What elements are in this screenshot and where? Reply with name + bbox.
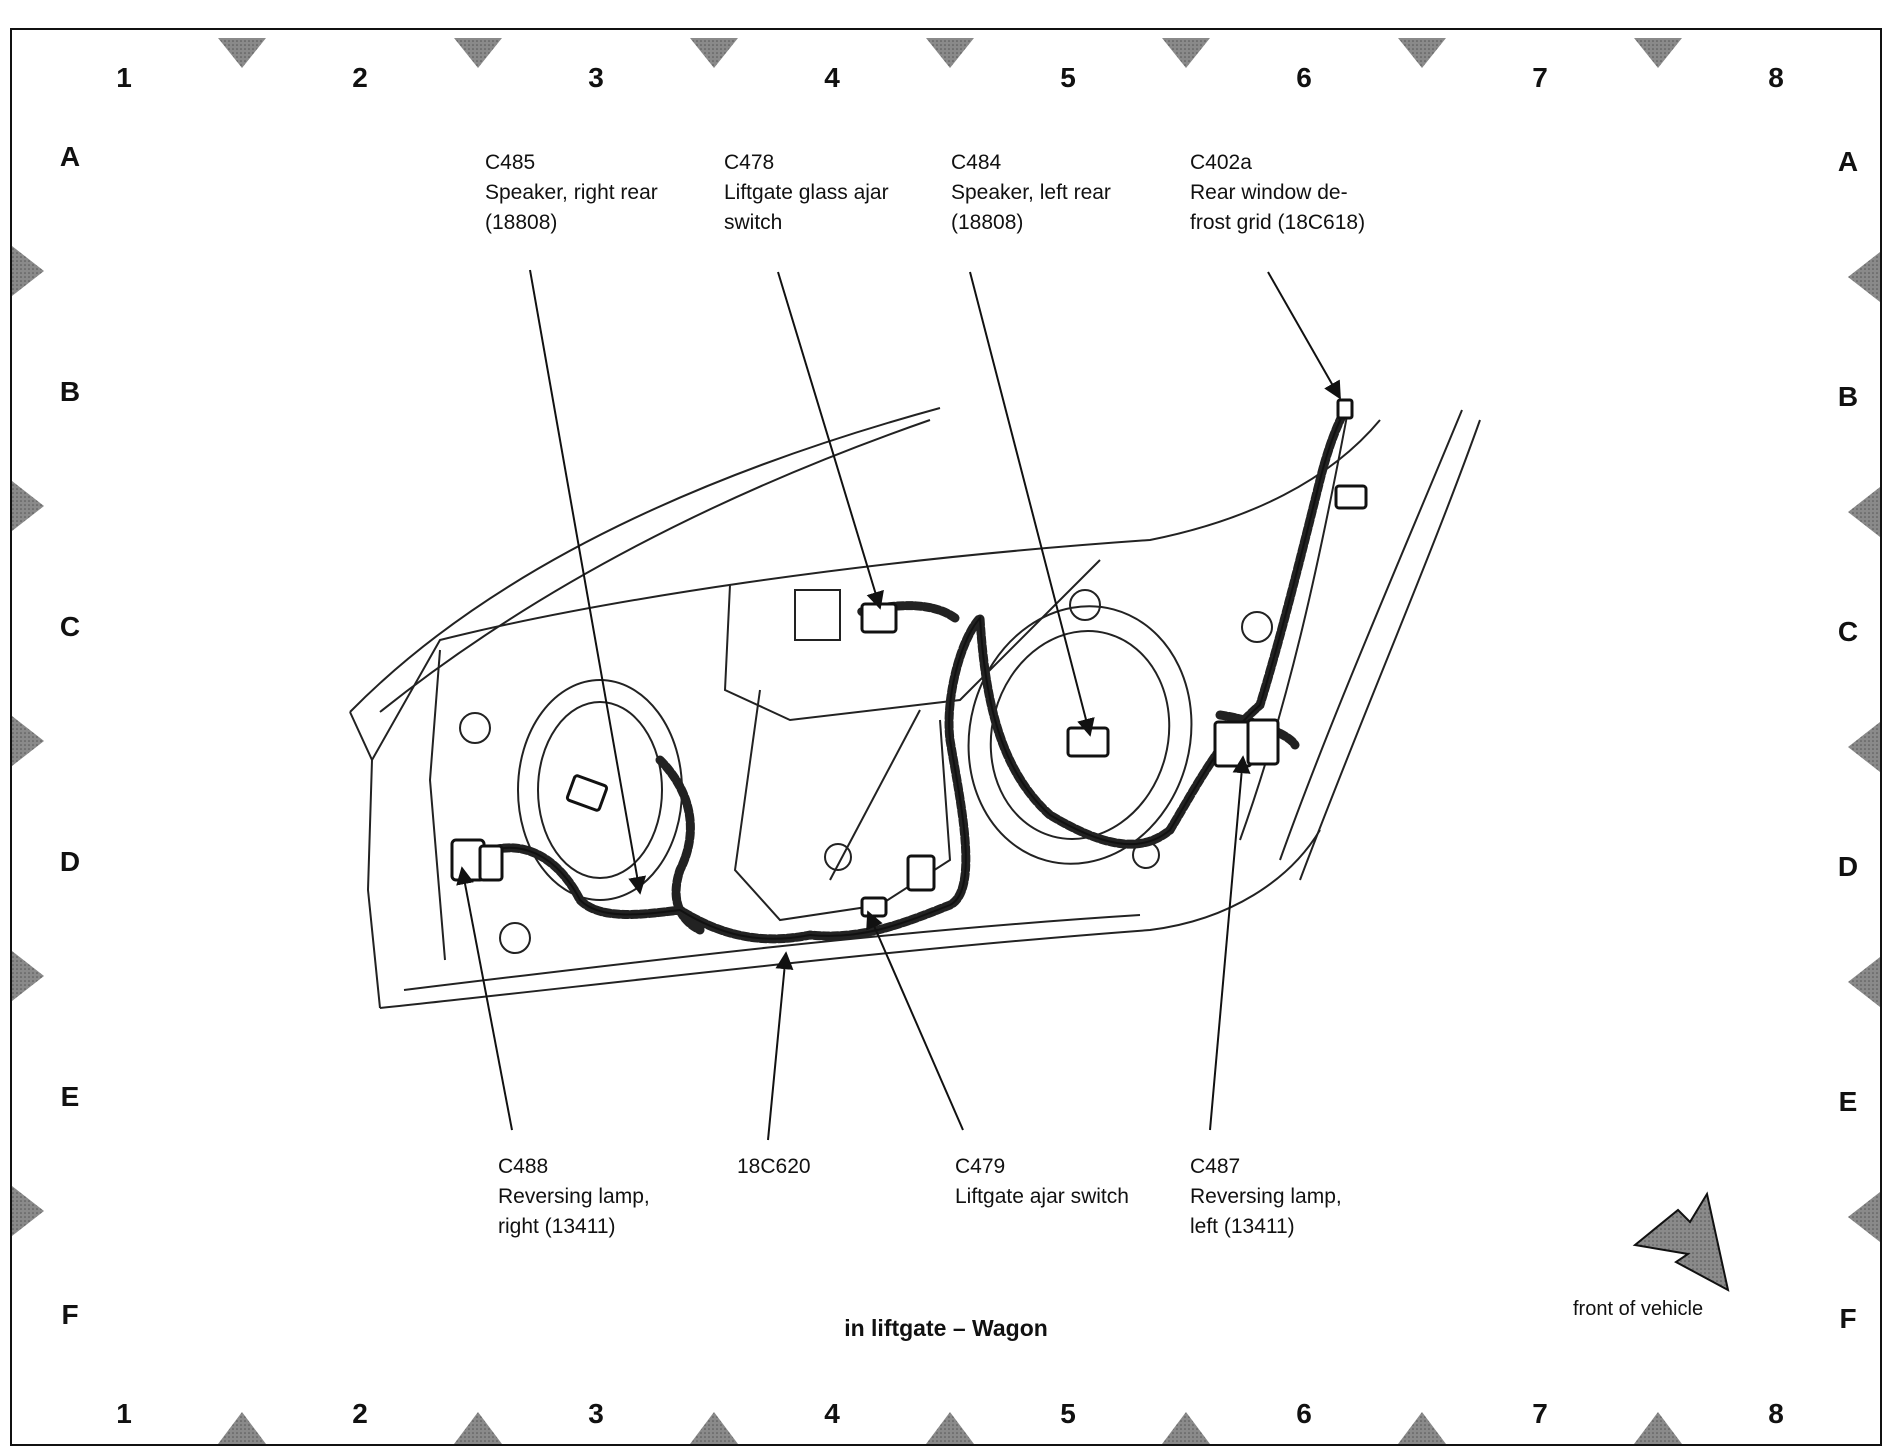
grid-col-bottom-6: 6 (1296, 1398, 1312, 1429)
callout-c478: C478 Liftgate glass ajar switch (724, 148, 889, 238)
grid-row-right-b: B (1837, 381, 1859, 412)
grid-row-left-f: F (61, 1299, 79, 1330)
liftgate-outline (349, 399, 1481, 1009)
grid-col-bottom-8: 8 (1768, 1398, 1784, 1429)
callout-code: 18C620 (737, 1155, 811, 1178)
grid-col-top-7: 7 (1532, 62, 1548, 93)
callout-description: Speaker, left rear (18808) (951, 181, 1111, 234)
grid-col-top-8: 8 (1768, 62, 1784, 93)
grid-col-top-6: 6 (1296, 62, 1312, 93)
callout-code: C478 (724, 151, 775, 174)
callout-description: Speaker, right rear (18808) (485, 181, 658, 234)
grid-col-top-4: 4 (824, 62, 840, 93)
grid-row-right-d: D (1837, 851, 1859, 882)
grid-markers-left (12, 246, 44, 1236)
grid-markers-bottom (218, 1412, 1682, 1444)
grid-row-right-a: A (1837, 146, 1859, 177)
callout-description: Rear window de- frost grid (18C618) (1190, 181, 1366, 234)
callout-description: Reversing lamp, right (13411) (498, 1185, 650, 1238)
diagram-title: in liftgate – Wagon (844, 1315, 1048, 1341)
grid-row-left-b: B (59, 376, 81, 407)
grid-markers-right (1848, 252, 1880, 1242)
callout-code: C402a (1190, 151, 1252, 174)
grid-row-right-c: C (1837, 616, 1859, 647)
harness-tape (469, 409, 1346, 940)
grid-row-right-f: F (1839, 1303, 1857, 1334)
grid-col-bottom-1: 1 (116, 1398, 132, 1429)
callout-code: C488 (498, 1155, 549, 1178)
callout-c484: C484 Speaker, left rear (18808) (951, 148, 1111, 238)
callout-c487: C487 Reversing lamp, left (13411) (1190, 1152, 1342, 1242)
grid-row-right-e: E (1838, 1086, 1858, 1117)
callout-code: C487 (1190, 1155, 1241, 1178)
grid-markers-top (218, 38, 1682, 68)
connector-shapes (450, 398, 1368, 918)
callout-code: C484 (951, 151, 1002, 174)
callout-c488: C488 Reversing lamp, right (13411) (498, 1152, 650, 1242)
callout-code: C485 (485, 151, 536, 174)
callout-code: C479 (955, 1155, 1006, 1178)
grid-col-bottom-4: 4 (824, 1398, 840, 1429)
grid-col-top-2: 2 (352, 62, 368, 93)
front-of-vehicle-label: front of vehicle (1573, 1298, 1704, 1320)
callout-c402a: C402a Rear window de- frost grid (18C618… (1190, 148, 1365, 238)
callout-description: Liftgate ajar switch (955, 1185, 1129, 1208)
callout-description: Reversing lamp, left (13411) (1190, 1185, 1342, 1238)
mounting-holes (459, 589, 1273, 954)
grid-row-left-d: D (59, 846, 81, 877)
front-arrow-icon (1632, 1191, 1730, 1292)
grid-row-left-c: C (59, 611, 81, 642)
grid-row-left-a: A (59, 141, 81, 172)
callout-description: Liftgate glass ajar switch (724, 181, 889, 234)
grid-col-bottom-7: 7 (1532, 1398, 1548, 1429)
grid-col-bottom-5: 5 (1060, 1398, 1076, 1429)
diagram-frame (10, 28, 1882, 1446)
grid-col-top-5: 5 (1060, 62, 1076, 93)
grid-row-left-e: E (60, 1081, 80, 1112)
grid-col-bottom-3: 3 (588, 1398, 604, 1429)
grid-col-top-3: 3 (588, 62, 604, 93)
callout-c479: C479 Liftgate ajar switch (955, 1152, 1129, 1212)
leader-lines (456, 269, 1341, 1141)
callout-18c620: 18C620 (737, 1152, 811, 1182)
grid-col-bottom-2: 2 (352, 1398, 368, 1429)
callout-c485: C485 Speaker, right rear (18808) (485, 148, 658, 238)
grid-col-top-1: 1 (116, 62, 132, 93)
